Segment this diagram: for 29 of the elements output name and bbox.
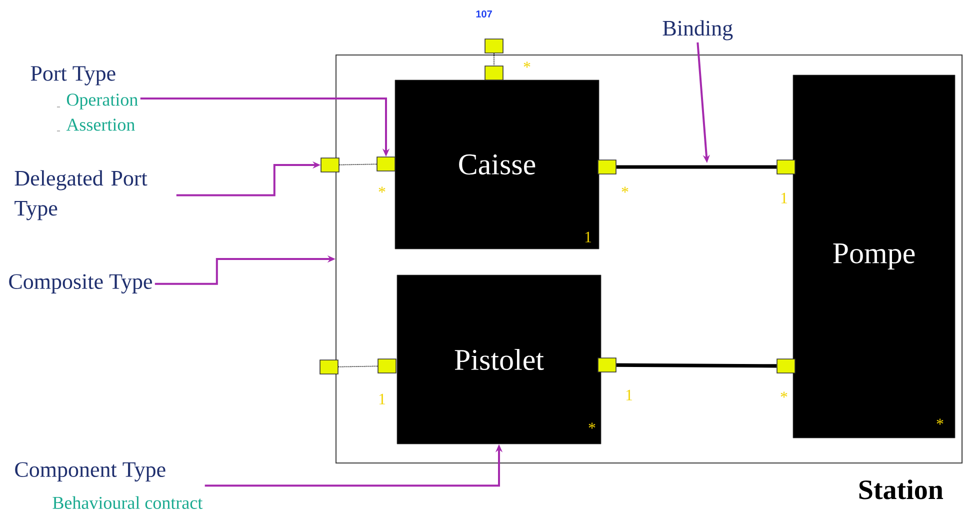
port-square: [320, 360, 338, 374]
annotation-text: Delegated Port Type: [14, 170, 148, 220]
binding-line: [616, 165, 777, 169]
multiplicity: 1: [379, 394, 386, 404]
port-square: [320, 158, 340, 172]
multiplicity: 1: [626, 390, 632, 400]
binding-line: [616, 363, 777, 368]
multiplicity: 1: [585, 232, 592, 242]
multiplicity: *: [524, 62, 530, 68]
multiplicity: *: [622, 186, 628, 193]
multiplicity: *: [780, 392, 788, 398]
annotation-text: Behavioural contract: [52, 496, 203, 509]
port-square: [776, 358, 796, 374]
annotation-text: Assertion: [66, 118, 135, 131]
port-square: [484, 38, 504, 54]
annotation-text: Operation: [66, 94, 138, 110]
multiplicity: *: [588, 422, 596, 429]
multiplicity: 1: [781, 192, 788, 204]
slide-number: 107: [476, 10, 492, 18]
composite-title: Station: [859, 480, 944, 500]
delegation-line: [338, 164, 378, 166]
annotation-text: Binding: [662, 20, 733, 40]
port-square: [776, 160, 796, 174]
multiplicity: *: [378, 186, 386, 193]
annotation-text: Component Type: [15, 462, 166, 482]
multiplicity: *: [936, 418, 944, 425]
annotation-text: Port Type: [30, 66, 116, 86]
delegation-line: [338, 366, 378, 368]
annotation-text: Composite Type: [9, 274, 152, 294]
